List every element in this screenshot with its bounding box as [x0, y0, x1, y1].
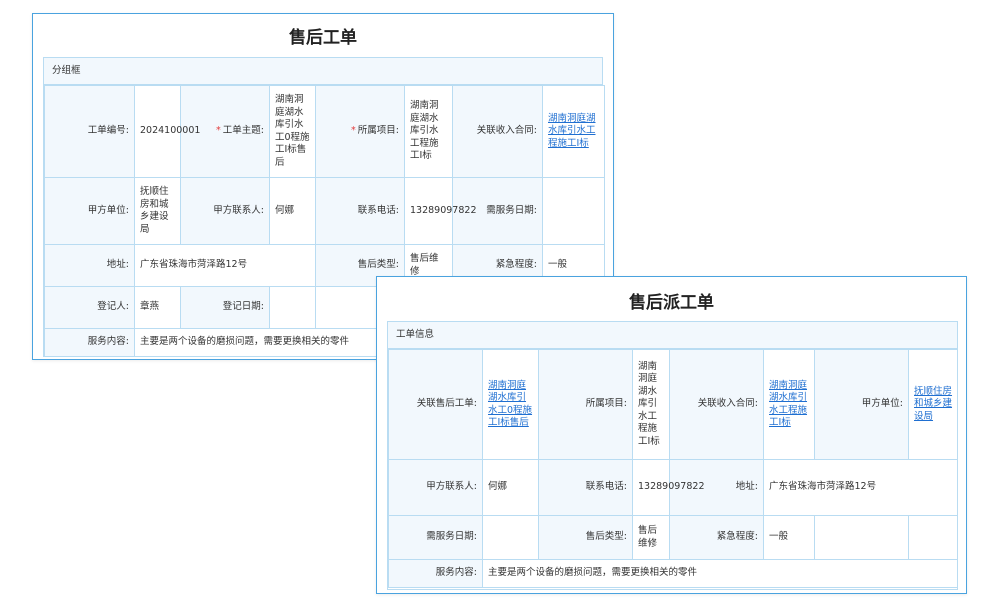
- form-title: 售后派工单: [629, 293, 714, 313]
- service-content-label: 服务内容:: [388, 559, 483, 588]
- group-title: 工单信息: [388, 322, 957, 349]
- client-unit-label: 甲方单位:: [814, 349, 909, 460]
- service-date-value: [482, 515, 539, 560]
- address-label: 地址:: [669, 459, 764, 516]
- client-contact-label: 甲方联系人:: [388, 459, 483, 516]
- client-unit-label: 甲方单位:: [44, 177, 135, 245]
- required-mark: *: [216, 125, 221, 137]
- address-value: 广东省珠海市菏泽路12号: [763, 459, 958, 516]
- register-date-label: 登记日期:: [180, 286, 270, 329]
- dispatch-detail-table: 关联售后工单: 湖南洞庭湖水库引水工0程施工I标售后 所属项目: 湖南洞庭湖水库…: [388, 349, 958, 588]
- income-contract-label: 关联收入合同:: [452, 85, 543, 178]
- dispatch-order-form: 售后派工单 工单信息 关联售后工单: 湖南洞庭湖水库引水工0程施工I标售后 所属…: [376, 276, 967, 594]
- form-title: 售后工单: [289, 28, 357, 48]
- income-contract-cell: 湖南洞庭湖水库引水工程施工I标: [763, 349, 815, 460]
- order-number-label: 工单编号:: [44, 85, 135, 178]
- order-subject-value: 湖南洞庭湖水库引水工0程施工I标售后: [269, 85, 316, 178]
- project-value: 湖南洞庭湖水库引水工程施工I标: [404, 85, 453, 178]
- income-contract-label: 关联收入合同:: [669, 349, 764, 460]
- urgency-value: 一般: [763, 515, 815, 560]
- after-sales-type-label: 售后类型:: [538, 515, 633, 560]
- project-label: 所属项目:: [538, 349, 633, 460]
- urgency-label: 紧急程度:: [669, 515, 764, 560]
- required-mark: *: [351, 125, 356, 137]
- empty-cell: [814, 515, 909, 560]
- project-label: *所属项目:: [315, 85, 405, 178]
- phone-value: 13289097822: [404, 177, 477, 245]
- empty-cell: [908, 515, 958, 560]
- phone-label: 联系电话:: [538, 459, 633, 516]
- service-content-value: 主要是两个设备的磨损问题，需要更换相关的零件: [482, 559, 958, 588]
- client-contact-label: 甲方联系人:: [180, 177, 270, 245]
- service-date-label: 需服务日期:: [388, 515, 483, 560]
- table-row: 工单编号: 2024100001 *工单主题: 湖南洞庭湖水库引水工0程施工I标…: [44, 85, 605, 178]
- related-order-cell: 湖南洞庭湖水库引水工0程施工I标售后: [482, 349, 539, 460]
- table-row: 服务内容: 主要是两个设备的磨损问题，需要更换相关的零件: [388, 559, 958, 588]
- service-date-value: [542, 177, 605, 245]
- related-order-label: 关联售后工单:: [388, 349, 483, 460]
- order-number-value: 2024100001: [134, 85, 200, 178]
- service-content-label: 服务内容:: [44, 328, 135, 357]
- address-value: 广东省珠海市菏泽路12号: [134, 244, 316, 287]
- table-row: 甲方联系人: 何娜 联系电话: 13289097822 地址: 广东省珠海市菏泽…: [388, 459, 958, 516]
- registrant-value: 章燕: [134, 286, 181, 329]
- income-contract-link[interactable]: 湖南洞庭湖水库引水工程施工I标: [769, 379, 808, 429]
- address-label: 地址:: [44, 244, 135, 287]
- work-order-info-group: 工单信息 关联售后工单: 湖南洞庭湖水库引水工0程施工I标售后 所属项目: 湖南…: [387, 321, 958, 590]
- related-order-link[interactable]: 湖南洞庭湖水库引水工0程施工I标售后: [488, 379, 533, 429]
- client-unit-cell: 抚顺住房和城乡建设局: [908, 349, 958, 460]
- client-unit-link[interactable]: 抚顺住房和城乡建设局: [914, 385, 953, 422]
- income-contract-cell: 湖南洞庭湖水库引水工程施工I标: [542, 85, 605, 178]
- group-title: 分组框: [44, 58, 602, 85]
- table-row: 甲方单位: 抚顺住房和城乡建设局 甲方联系人: 何娜 联系电话: 1328909…: [44, 177, 605, 245]
- project-value: 湖南洞庭湖水库引水工程施工I标: [632, 349, 670, 460]
- phone-label: 联系电话:: [315, 177, 405, 245]
- table-row: 需服务日期: 售后类型: 售后维修 紧急程度: 一般: [388, 515, 958, 560]
- register-date-value: [269, 286, 316, 329]
- after-sales-type-value: 售后维修: [632, 515, 670, 560]
- table-row: 关联售后工单: 湖南洞庭湖水库引水工0程施工I标售后 所属项目: 湖南洞庭湖水库…: [388, 349, 958, 460]
- income-contract-link[interactable]: 湖南洞庭湖水库引水工程施工I标: [548, 112, 596, 149]
- client-contact-value: 何娜: [269, 177, 316, 245]
- service-date-label: 需服务日期:: [452, 177, 543, 245]
- phone-value: 13289097822: [632, 459, 705, 516]
- client-unit-value: 抚顺住房和城乡建设局: [134, 177, 181, 245]
- order-subject-label: *工单主题:: [180, 85, 270, 178]
- client-contact-value: 何娜: [482, 459, 539, 516]
- registrant-label: 登记人:: [44, 286, 135, 329]
